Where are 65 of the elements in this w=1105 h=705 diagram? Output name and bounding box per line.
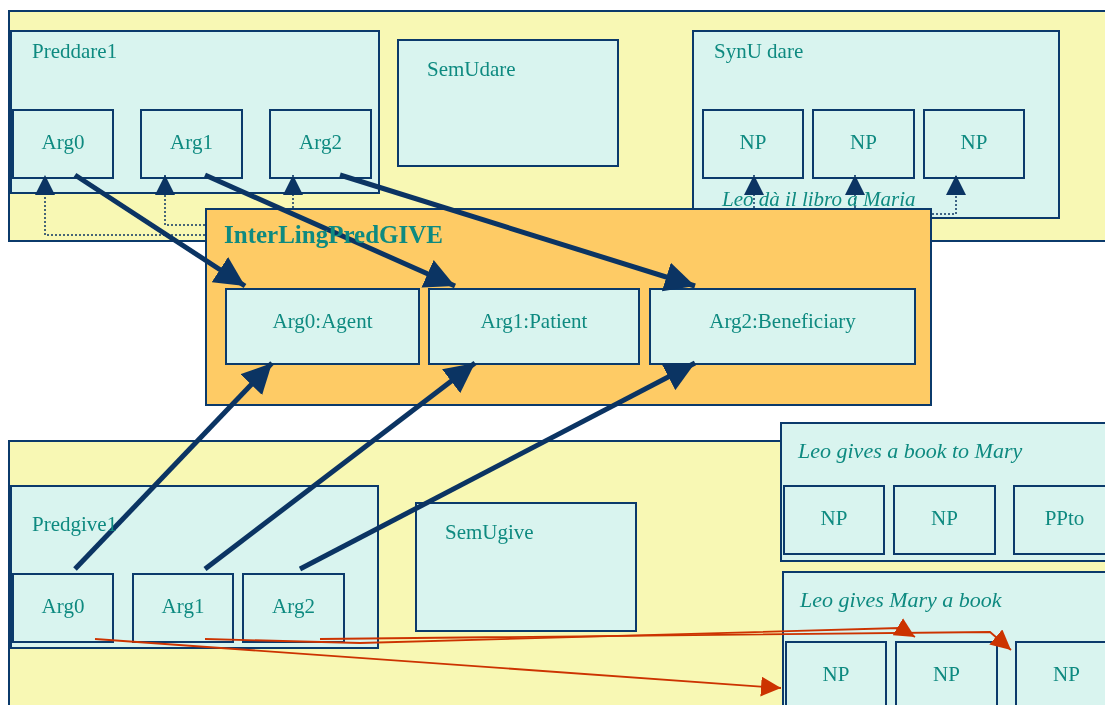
node-label: NP: [821, 661, 851, 688]
arrow: [845, 174, 865, 209]
node-label: NP: [819, 505, 849, 532]
arrow: [931, 174, 966, 215]
arrow: [339, 172, 696, 292]
argument-box: [702, 109, 804, 179]
arrow: [283, 174, 303, 209]
node-title: SemUdare: [427, 56, 516, 83]
sentence-box: [780, 422, 1105, 562]
arrow: [155, 174, 206, 226]
node-label: NP: [932, 661, 961, 688]
arrow: [35, 174, 206, 236]
argument-box: [269, 109, 372, 179]
node-label: NP: [1052, 661, 1081, 688]
node-title: SemUgive: [445, 519, 534, 546]
argument-box: [1013, 485, 1105, 555]
arrow: [744, 174, 764, 209]
arrow: [319, 629, 1012, 651]
node-label: NP: [930, 505, 959, 532]
node-title: Predgive1: [32, 511, 118, 538]
node-label: NP: [849, 129, 878, 156]
arrow: [203, 361, 477, 571]
interlingua-box: [205, 208, 932, 406]
argument-box: [923, 109, 1025, 179]
argument-box: [225, 288, 420, 365]
argument-box: [649, 288, 916, 365]
node-title: SynU dare: [714, 38, 804, 65]
node-title: Leo gives a book to Mary: [798, 437, 1023, 465]
node-label: Arg1: [169, 129, 214, 156]
node-label: NP: [959, 129, 989, 156]
sentence-box: [782, 571, 1105, 705]
argument-box: [785, 641, 887, 705]
arrow: [73, 172, 247, 289]
arrow: [204, 618, 916, 644]
node-label: Arg2:Beneficiary: [708, 308, 857, 335]
argument-box: [893, 485, 996, 555]
argument-box: [12, 109, 114, 179]
example-sentence: Leo dà il libro a Maria: [722, 185, 916, 213]
argument-box: [428, 288, 640, 365]
arrow: [73, 361, 274, 571]
node-label: Arg1:Patient: [479, 308, 589, 335]
arrow: [298, 360, 697, 572]
argument-box: [895, 641, 998, 705]
node-label: Arg0:Agent: [271, 308, 374, 335]
argument-box: [783, 485, 885, 555]
argument-box: [12, 573, 114, 643]
node-label: PPto: [1043, 505, 1086, 532]
predicate-box: [692, 30, 1060, 219]
argument-box: [242, 573, 345, 643]
arrow: [94, 638, 782, 697]
node-title: Leo gives Mary a book: [800, 586, 1002, 614]
semantic-unit-box: [415, 502, 637, 632]
node-label: Arg0: [40, 593, 86, 620]
predicate-box: [10, 30, 380, 194]
node-label: Arg0: [40, 129, 86, 156]
argument-box: [812, 109, 915, 179]
node-label: NP: [738, 129, 768, 156]
node-label: Arg1: [160, 593, 206, 620]
predicate-box: [10, 485, 379, 649]
node-title: Preddare1: [32, 38, 118, 65]
argument-box: [132, 573, 234, 643]
argument-box: [140, 109, 243, 179]
semantic-unit-box: [397, 39, 619, 167]
node-label: Arg2: [298, 129, 343, 156]
node-label: Arg2: [271, 593, 316, 620]
